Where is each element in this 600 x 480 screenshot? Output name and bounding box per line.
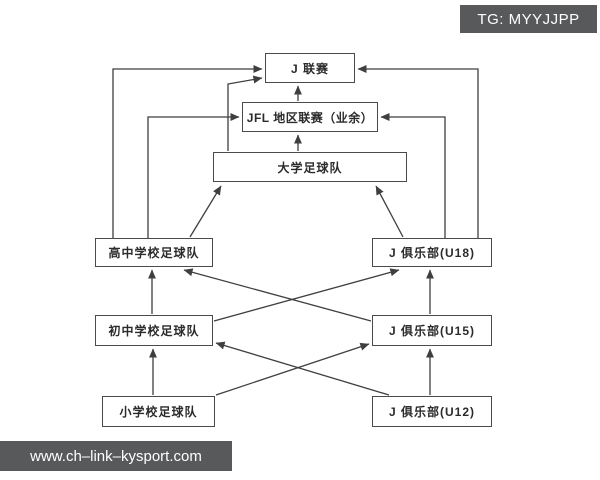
edge-high-school-to-jfl <box>147 112 240 238</box>
watermark-url: www.ch–link–kysport.com <box>0 441 232 471</box>
tg-contact-badge: TG: MYYJJPP <box>460 5 597 33</box>
node-j-league: J 联赛 <box>265 53 355 83</box>
edge-u15-to-high-school <box>183 268 372 322</box>
node-j-club-u12: J 俱乐部(U12) <box>372 396 492 427</box>
node-university-team: 大学足球队 <box>213 152 407 182</box>
node-elementary-school-team: 小学校足球队 <box>102 396 215 427</box>
edge-middle-school-to-u18 <box>213 268 400 322</box>
node-j-club-u15: J 俱乐部(U15) <box>372 315 492 346</box>
node-jfl-regional-league: JFL 地区联赛（业余） <box>242 102 378 132</box>
edge-university-to-j-league <box>227 75 263 151</box>
edge-u18-to-j-league <box>357 64 479 238</box>
node-j-club-u18: J 俱乐部(U18) <box>372 238 492 267</box>
edge-high-school-to-j-league <box>112 64 263 238</box>
edge-high-school-to-university <box>189 185 222 238</box>
node-middle-school-team: 初中学校足球队 <box>95 315 213 346</box>
edge-elementary-to-u15 <box>215 342 370 396</box>
edge-u18-to-university <box>375 185 404 238</box>
node-high-school-team: 高中学校足球队 <box>95 238 213 267</box>
edge-u18-to-jfl <box>380 112 446 238</box>
edge-u12-to-middle-school <box>215 341 390 396</box>
